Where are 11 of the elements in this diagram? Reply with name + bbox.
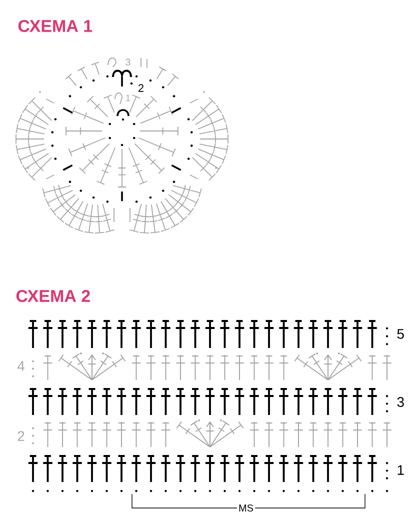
- round-number: 1: [126, 94, 130, 102]
- chart-heading: СХЕМА 2: [16, 290, 90, 302]
- row-number: 4: [17, 361, 24, 371]
- row-number: 2: [18, 431, 24, 441]
- row-number: 1: [398, 465, 404, 475]
- chart-heading: СХЕМА 1: [18, 20, 92, 32]
- repeat-label: MS: [237, 502, 255, 514]
- row-number: 3: [397, 397, 404, 407]
- round-number: 2: [138, 84, 144, 92]
- row-number: 5: [397, 329, 404, 339]
- round-number: 3: [126, 58, 130, 66]
